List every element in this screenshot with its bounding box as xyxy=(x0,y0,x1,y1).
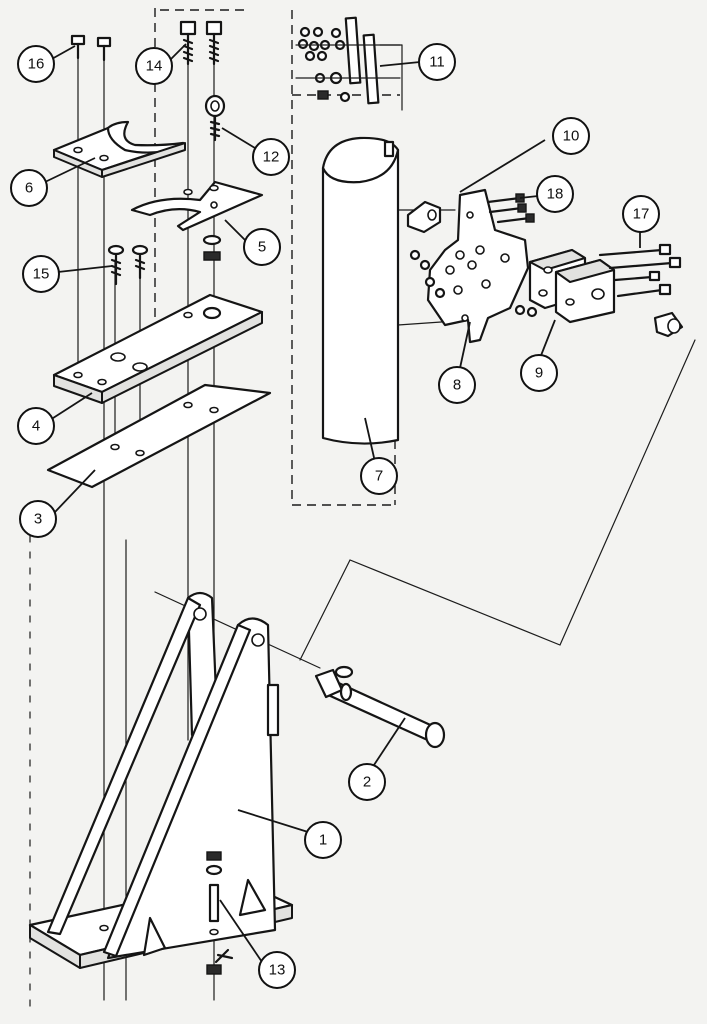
callout-16: 16 xyxy=(17,45,55,83)
part-11-fastener-set xyxy=(295,16,403,111)
part-4-base-plate xyxy=(52,293,264,404)
callout-3: 3 xyxy=(19,500,57,538)
svg-text:12: 12 xyxy=(263,149,280,166)
svg-text:7: 7 xyxy=(375,468,383,485)
callout-9: 9 xyxy=(520,354,558,392)
svg-text:8: 8 xyxy=(453,377,461,394)
callout-14: 14 xyxy=(135,47,173,85)
callout-15: 15 xyxy=(22,255,60,293)
callout-4: 4 xyxy=(17,407,55,445)
part-3-gasket-sheet xyxy=(46,383,272,489)
svg-text:17: 17 xyxy=(633,206,650,223)
svg-text:5: 5 xyxy=(258,239,266,256)
callout-7: 7 xyxy=(360,457,398,495)
svg-text:18: 18 xyxy=(547,186,564,203)
part-14-lag-screws xyxy=(179,20,223,66)
callout-11: 11 xyxy=(418,43,456,81)
part-8-bracket xyxy=(409,188,538,344)
svg-text:1: 1 xyxy=(319,832,327,849)
callout-10: 10 xyxy=(552,117,590,155)
part-16-bolts xyxy=(70,34,112,62)
callout-6: 6 xyxy=(10,169,48,207)
svg-text:11: 11 xyxy=(429,54,445,71)
part-7-tube xyxy=(321,136,400,445)
part-10-spacer xyxy=(406,200,442,234)
part-9-blocks xyxy=(528,248,616,324)
svg-text:4: 4 xyxy=(32,418,40,435)
svg-text:9: 9 xyxy=(535,365,543,382)
svg-text:2: 2 xyxy=(363,774,371,791)
callout-8: 8 xyxy=(438,366,476,404)
washers-nuts-stack xyxy=(202,234,222,320)
callout-5: 5 xyxy=(243,228,281,266)
callout-18: 18 xyxy=(536,175,574,213)
svg-text:14: 14 xyxy=(146,58,163,75)
callout-2: 2 xyxy=(348,763,386,801)
part-15-wood-screws xyxy=(107,244,149,286)
part-13-stud xyxy=(205,851,234,975)
svg-text:13: 13 xyxy=(269,962,286,979)
leader-lines xyxy=(44,43,641,963)
part-6-clamp-plate xyxy=(52,120,186,178)
part-18-bolts xyxy=(486,193,535,224)
part-17-bolts xyxy=(598,243,682,298)
svg-text:6: 6 xyxy=(25,180,33,197)
part-11-nuts xyxy=(297,26,351,103)
svg-text:10: 10 xyxy=(563,128,580,145)
callout-17: 17 xyxy=(622,195,660,233)
part-5-clamp-jaw xyxy=(130,180,264,232)
callout-12: 12 xyxy=(252,138,290,176)
svg-text:3: 3 xyxy=(34,511,42,528)
part-8-holes xyxy=(445,211,510,322)
part-12-eye-bolt xyxy=(204,94,226,142)
callout-1: 1 xyxy=(304,821,342,859)
svg-text:16: 16 xyxy=(28,56,45,73)
part-2-pin xyxy=(314,665,446,749)
svg-text:15: 15 xyxy=(33,266,50,283)
callout-13: 13 xyxy=(258,951,296,989)
part-8-nuts xyxy=(409,249,538,318)
part-1-frame xyxy=(28,591,294,969)
bushing xyxy=(653,311,684,338)
